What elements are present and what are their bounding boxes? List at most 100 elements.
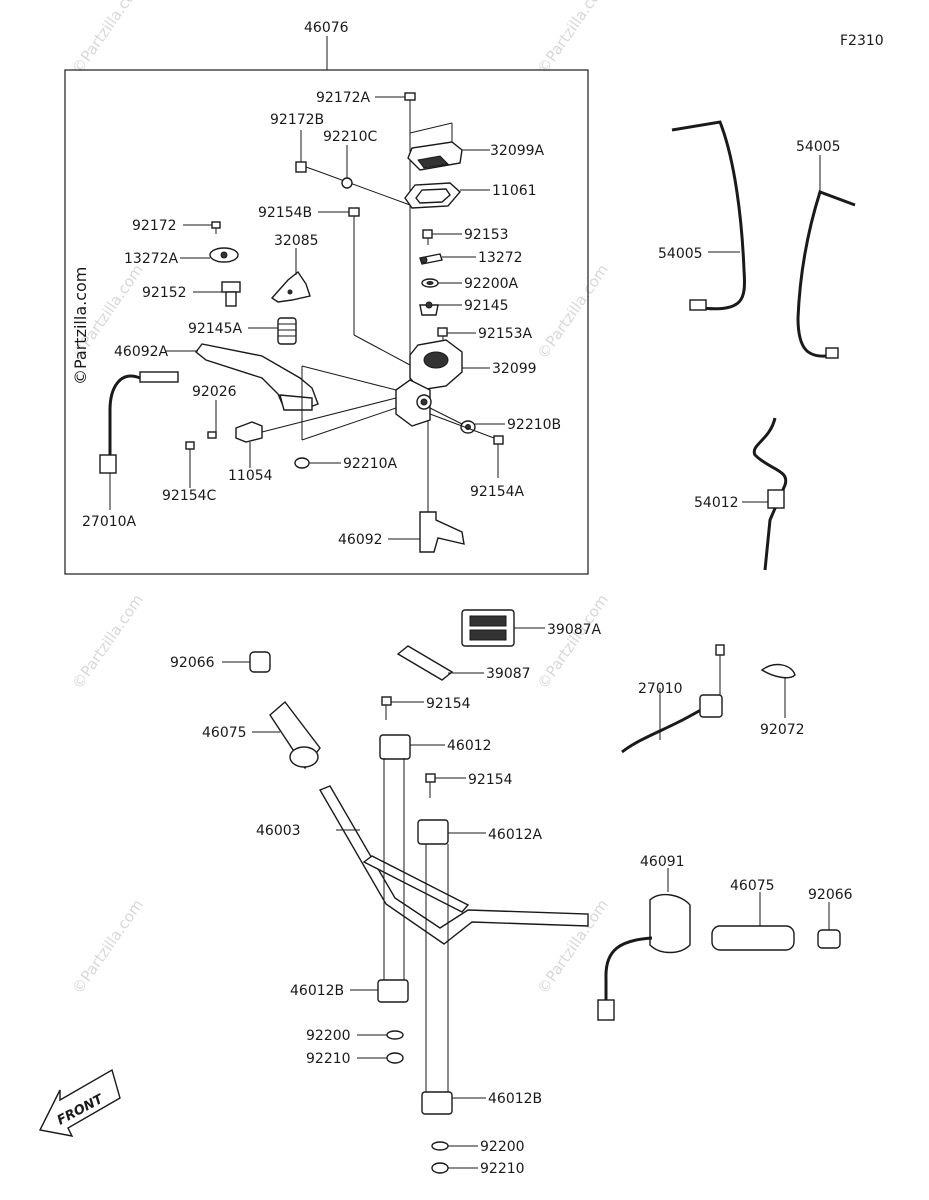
nut-92210C xyxy=(341,177,353,189)
grip-46075-left xyxy=(269,700,321,770)
callout-92154B: 92154B xyxy=(258,205,312,221)
callout-92172A: 92172A xyxy=(316,90,371,106)
callout-54012: 54012 xyxy=(694,495,739,511)
watermark: ©Partzilla.com xyxy=(534,0,612,77)
end-cap-92066-right xyxy=(817,929,841,949)
switch-cable-27010A xyxy=(99,371,179,474)
front-arrow-icon: FRONT xyxy=(38,1068,121,1137)
callout-92210A: 92210A xyxy=(343,456,398,472)
clip-13272 xyxy=(419,253,443,265)
callout-92200A: 92200A xyxy=(464,276,519,292)
bolt-92154B xyxy=(348,207,360,228)
bolt-92154A xyxy=(493,435,504,478)
pad-39087A xyxy=(461,609,515,647)
watermark: ©Partzilla.com xyxy=(69,591,147,692)
callout-13272: 13272 xyxy=(478,250,523,266)
washer-92200-upper xyxy=(386,1030,404,1040)
gasket-11061 xyxy=(404,182,461,209)
callout-92154A: 92154A xyxy=(470,484,525,500)
callout-92210-lower: 92210 xyxy=(480,1161,525,1177)
lever-housing-32099 xyxy=(395,339,463,427)
callout-27010: 27010 xyxy=(638,681,683,697)
callout-11061: 11061 xyxy=(492,183,537,199)
callout-46012A: 46012A xyxy=(488,827,543,843)
bolt-92154C xyxy=(185,441,195,488)
plate-32085 xyxy=(270,270,311,303)
watermark: ©Partzilla.com xyxy=(534,896,612,997)
callout-46003: 46003 xyxy=(256,823,301,839)
watermark: ©Partzilla.com xyxy=(69,896,147,997)
callout-92210B: 92210B xyxy=(507,417,561,433)
collar-92145 xyxy=(419,301,439,316)
cable-54005-left xyxy=(671,120,746,311)
callout-39087: 39087 xyxy=(486,666,531,682)
holder-46012B-left xyxy=(377,979,409,1003)
bolt-92154-lower xyxy=(425,773,436,798)
screw-92153 xyxy=(422,229,433,245)
bolt-92154-upper xyxy=(381,696,392,720)
callout-46012: 46012 xyxy=(447,738,492,754)
callout-32085: 32085 xyxy=(274,233,319,249)
watermark: ©Partzilla.com xyxy=(534,591,612,692)
callout-92154-upper: 92154 xyxy=(426,696,471,712)
callout-46076: 46076 xyxy=(304,20,349,36)
callout-92145A: 92145A xyxy=(188,321,243,337)
callout-92145: 92145 xyxy=(464,298,509,314)
watermark: ©Partzilla.com xyxy=(534,261,612,362)
screw-92026 xyxy=(207,431,217,439)
spring-92145A xyxy=(277,317,297,345)
callout-11054: 11054 xyxy=(228,468,273,484)
callout-92210C: 92210C xyxy=(323,129,378,145)
callout-46092: 46092 xyxy=(338,532,383,548)
washer-92200A xyxy=(421,278,439,288)
band-92072 xyxy=(760,663,796,679)
holder-46012 xyxy=(379,734,411,760)
callout-92066-right: 92066 xyxy=(808,887,853,903)
holder-46012B-right xyxy=(421,1091,453,1115)
callout-54005-top: 54005 xyxy=(796,139,841,155)
callout-92200-upper: 92200 xyxy=(306,1028,351,1044)
watermark: ©Partzilla.com xyxy=(71,267,90,385)
bolt-92172A xyxy=(404,92,416,106)
callout-46091: 46091 xyxy=(640,854,685,870)
grip-46075-right xyxy=(711,925,795,951)
watermark: ©Partzilla.com xyxy=(69,0,147,77)
screw-92172 xyxy=(211,221,221,234)
callout-92072: 92072 xyxy=(760,722,805,738)
callout-92210-upper: 92210 xyxy=(306,1051,351,1067)
nut-92210-upper xyxy=(386,1052,404,1064)
throttle-cable-54012 xyxy=(752,417,788,571)
kill-switch-27010 xyxy=(621,644,725,754)
end-cap-92066-left xyxy=(249,651,271,673)
cover-32099A xyxy=(407,141,463,171)
washer-92200-lower xyxy=(431,1141,449,1151)
callout-46075-right: 46075 xyxy=(730,878,775,894)
callout-27010A: 27010A xyxy=(82,514,137,530)
holder-46012A xyxy=(417,819,449,845)
callout-92066-left: 92066 xyxy=(170,655,215,671)
callout-92172B: 92172B xyxy=(270,112,324,128)
callout-labels: 46076 92172A 32099A 92172B 92210C 11061 … xyxy=(82,20,853,1177)
nut-92210-lower xyxy=(431,1162,449,1174)
figure-code: F2310 xyxy=(840,33,884,49)
callout-46075-left: 46075 xyxy=(202,725,247,741)
pad-39087 xyxy=(396,645,454,681)
throttle-lever-46092 xyxy=(419,511,465,553)
lever-46092A xyxy=(195,343,319,411)
callout-13272A: 13272A xyxy=(124,251,179,267)
callout-92153A: 92153A xyxy=(478,326,533,342)
callout-92153: 92153 xyxy=(464,227,509,243)
screw-92172B xyxy=(295,161,321,173)
callout-46012B-right: 46012B xyxy=(488,1091,542,1107)
cable-54005-right xyxy=(796,190,856,359)
callout-32099: 32099 xyxy=(492,361,537,377)
nut-92210B xyxy=(460,420,476,434)
callout-46012B-left: 46012B xyxy=(290,983,344,999)
callout-46092A: 46092A xyxy=(114,344,169,360)
handlebar-46003 xyxy=(318,785,589,945)
plate-13272A xyxy=(209,247,239,263)
nut-92210A xyxy=(294,457,310,469)
switch-46091 xyxy=(597,893,691,1021)
pivot-92152 xyxy=(221,281,241,307)
